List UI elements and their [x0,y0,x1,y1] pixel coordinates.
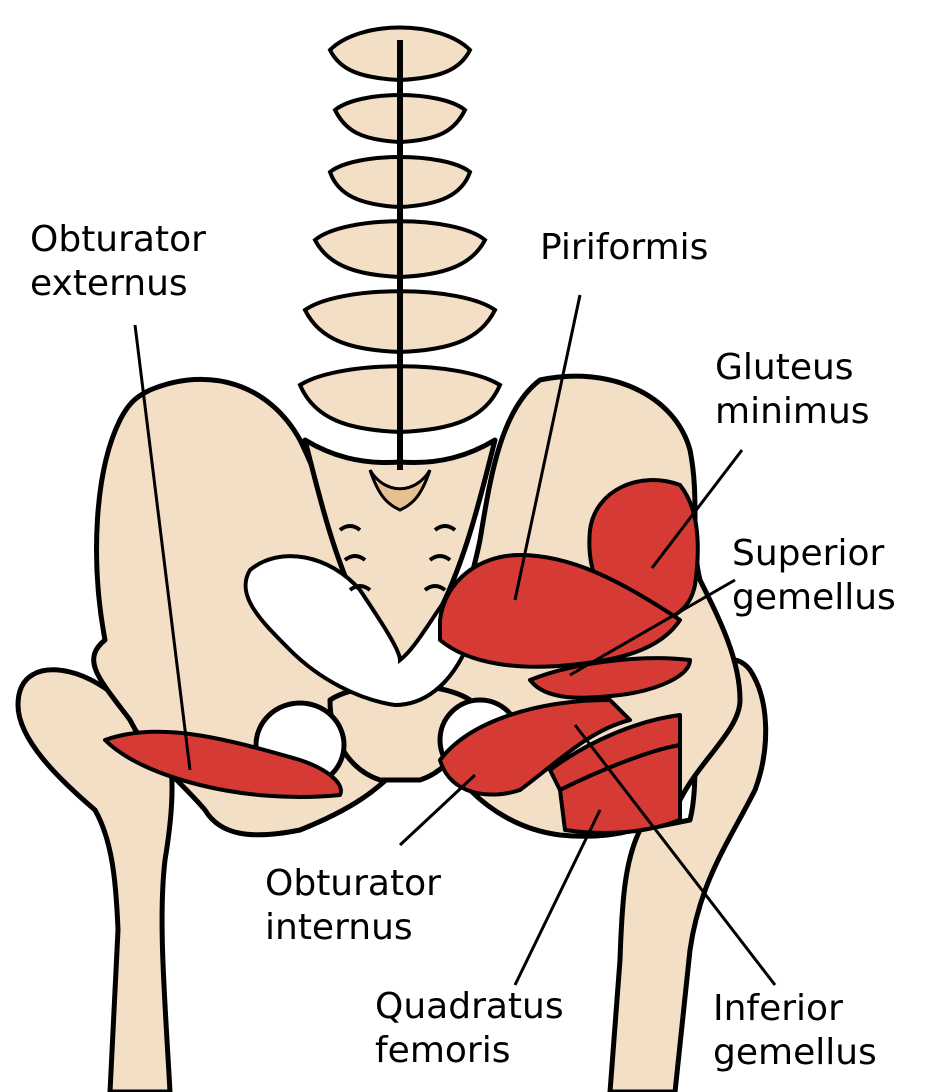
label-line: Obturator [30,218,206,262]
label-line: Obturator [265,862,441,906]
label-gluteus-minimus: Gluteus minimus [715,346,870,434]
label-line: Superior [732,532,896,576]
label-line: gemellus [713,1031,877,1075]
label-line: Inferior [713,987,877,1031]
label-obturator-externus: Obturator externus [30,218,206,306]
leader-obturator-internus [400,775,475,845]
label-line: Piriformis [540,226,708,270]
label-inferior-gemellus: Inferior gemellus [713,987,877,1075]
label-obturator-internus: Obturator internus [265,862,441,950]
label-line: minimus [715,390,870,434]
label-superior-gemellus: Superior gemellus [732,532,896,620]
label-quadratus-femoris: Quadratus femoris [375,985,564,1073]
label-piriformis: Piriformis [540,226,708,270]
label-line: femoris [375,1029,564,1073]
label-line: Gluteus [715,346,870,390]
label-line: Quadratus [375,985,564,1029]
label-line: externus [30,262,206,306]
label-line: gemellus [732,576,896,620]
label-line: internus [265,906,441,950]
